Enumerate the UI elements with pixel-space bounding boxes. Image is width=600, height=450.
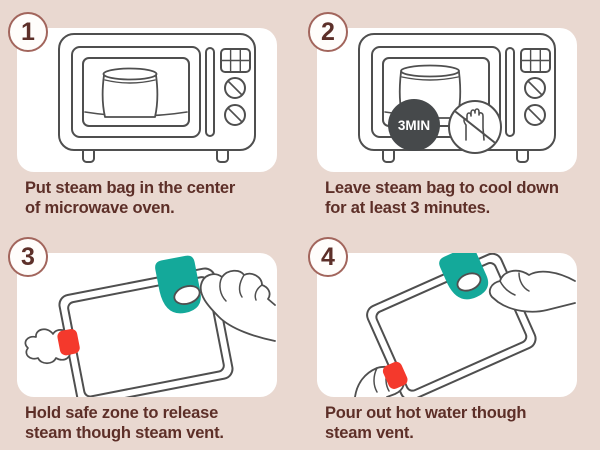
step-number: 3 [21,242,35,271]
control-grid [520,48,551,73]
step-number: 2 [321,17,335,46]
step-number-badge: 4 [308,237,348,277]
step-number-badge: 1 [8,12,48,52]
steam-vent-tab [57,329,80,356]
step-3: 3 [0,225,300,450]
step-caption: Pour out hot water though steam vent. [325,404,527,443]
microwave-cooldown-icon: 3MIN [358,33,556,163]
step-4: 4 [300,225,600,450]
step-caption: Leave steam bag to cool down for at leas… [325,179,559,218]
knob-top-icon [224,77,246,99]
door-handle [505,47,515,137]
svg-text:3MIN: 3MIN [398,118,430,133]
hand-icon [199,269,276,342]
timer-badge: 3MIN [388,99,440,151]
no-touch-hand-icon [448,100,502,154]
step-number-badge: 3 [8,237,48,277]
thumb-icon [456,272,482,292]
step-illustration-panel [317,253,577,397]
door-handle [205,47,215,137]
pour-water-icon [354,253,576,397]
microwave-window [82,57,190,127]
step-number: 4 [321,242,335,271]
step-illustration-panel [17,28,277,172]
steam-vent-tab [382,361,408,389]
microwave-door [71,46,201,138]
thumb-icon [173,285,201,305]
steam-bag-icon [101,67,159,118]
knob-bottom-icon [224,104,246,126]
step-caption: Put steam bag in the center of microwave… [25,179,236,218]
step-1: 1 [0,0,300,225]
pinch-hand-icon [488,269,576,313]
step-number: 1 [21,17,35,46]
step-illustration-panel: 3MIN [317,28,577,172]
step-2: 2 [300,0,600,225]
knob-bottom-icon [524,104,546,126]
microwave-steam-bag-icon [58,33,256,163]
step-illustration-panel [17,253,277,397]
control-grid [220,48,251,73]
step-caption: Hold safe zone to release steam though s… [25,404,224,443]
knob-top-icon [524,77,546,99]
steam-release-icon [24,255,276,397]
step-number-badge: 2 [308,12,348,52]
